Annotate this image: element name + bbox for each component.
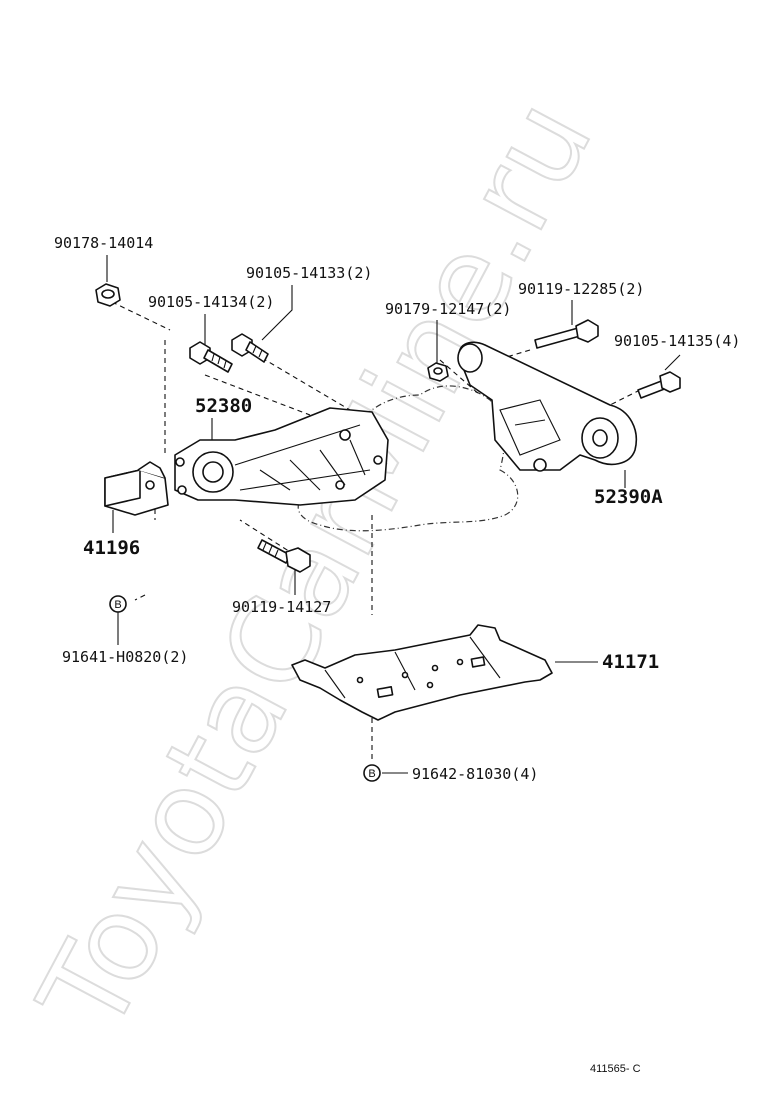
- label-90119-14127: 90119-14127: [232, 598, 331, 616]
- nut-90179-12147: [427, 362, 449, 382]
- guide-line: [204, 374, 311, 416]
- leader-line: [664, 354, 681, 371]
- b-marker: B: [109, 595, 127, 613]
- bolt-90105-14133: [231, 333, 269, 363]
- leader-line: [261, 285, 293, 341]
- label-90105-14135: 90105-14135(4): [614, 332, 740, 350]
- b-marker-text: B: [368, 768, 375, 780]
- watermark: ToyotaCarMine.ru: [12, 78, 618, 1054]
- nut-90178-14014: [95, 283, 121, 307]
- guide-line: [261, 357, 351, 411]
- guide-line: [239, 519, 296, 556]
- guide-line: [134, 594, 146, 601]
- label-52380: 52380: [195, 395, 252, 417]
- diagram-code: 411565- C: [590, 1063, 641, 1075]
- bracket-52380: [174, 407, 389, 506]
- label-41196: 41196: [83, 537, 140, 559]
- mount-41196: [104, 461, 169, 516]
- label-91642-81030: 91642-81030(4): [412, 765, 538, 783]
- b-marker-text: B: [114, 599, 121, 611]
- label-52390A: 52390A: [594, 486, 663, 508]
- guide-line: [111, 301, 171, 331]
- bolt-90105-14135: [637, 371, 681, 399]
- bracket-52390A: [457, 341, 637, 472]
- label-91641-H0820: 91641-H0820(2): [62, 648, 188, 666]
- label-41171: 41171: [602, 651, 659, 673]
- label-90105-14134: 90105-14134(2): [148, 293, 274, 311]
- label-90178-14014: 90178-14014: [54, 234, 153, 252]
- bolt-90119-12285: [534, 319, 599, 349]
- plate-41171: [291, 624, 553, 721]
- label-90105-14133: 90105-14133(2): [246, 264, 372, 282]
- label-90179-12147: 90179-12147(2): [385, 300, 511, 318]
- bolt-90119-14127: [257, 539, 311, 573]
- bolt-90105-14134: [189, 341, 233, 373]
- guide-line: [609, 389, 641, 406]
- label-90119-12285: 90119-12285(2): [518, 280, 644, 298]
- b-marker: B: [363, 764, 381, 782]
